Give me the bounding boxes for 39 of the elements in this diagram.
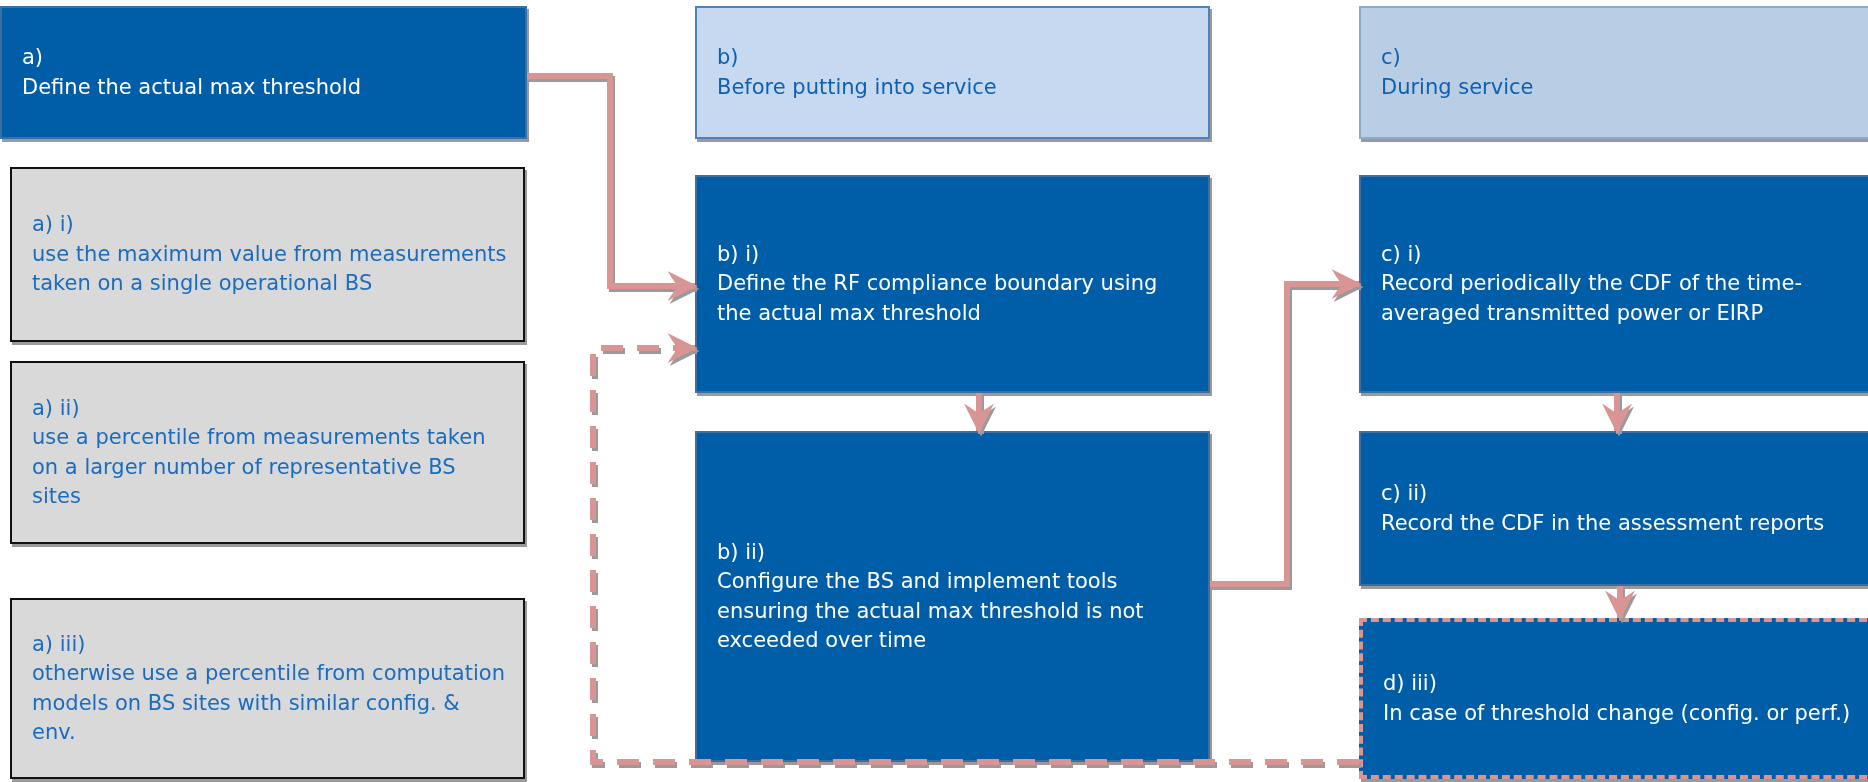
process-box <box>695 175 1210 393</box>
step-label: c) ii) <box>1381 480 1428 508</box>
step-label: a) ii) <box>32 394 80 422</box>
step-text: use a percentile from measurements taken on a larger number of representative BS sites <box>32 424 487 510</box>
step-label: c) i) <box>1381 240 1422 268</box>
step-label: a) i) <box>32 211 74 239</box>
step-label: b) <box>717 44 739 72</box>
process-box <box>1359 175 1868 393</box>
process-box <box>1359 6 1868 139</box>
step-text: use the maximum value from measurements taken on a single operational BS <box>32 240 508 298</box>
step-text: Record periodically the CDF of the time-averaged transmitted power or EIRP <box>1381 270 1803 327</box>
arrow <box>964 393 994 434</box>
arrow <box>1602 393 1632 434</box>
step-text: In case of threshold change (config. or perf.) <box>1383 699 1852 727</box>
process-box <box>1359 618 1868 779</box>
step-text: During service <box>1381 73 1535 101</box>
arrow <box>1605 586 1635 621</box>
process-box <box>695 431 1210 762</box>
process-box <box>1359 431 1868 586</box>
process-box <box>0 6 527 139</box>
step-label: b) ii) <box>717 538 766 566</box>
step-text: Define the actual max threshold <box>22 73 363 101</box>
step-text: Record the CDF in the assessment reports <box>1381 509 1826 537</box>
step-label: c) <box>1381 44 1401 72</box>
step-label: a) iii) <box>32 630 86 658</box>
arrow <box>527 73 698 301</box>
process-box <box>10 167 525 342</box>
step-text: Define the RF compliance boundary using the actual max threshold <box>717 270 1159 327</box>
arrow <box>1210 269 1362 587</box>
process-box <box>695 6 1210 139</box>
step-label: a) <box>22 44 44 72</box>
step-text: Configure the BS and implement tools ensuring the actual max threshold is not exceeded over time <box>717 568 1145 654</box>
step-text: otherwise use a percentile from computation models on BS sites with similar config. & env. <box>32 660 506 746</box>
process-box <box>10 361 525 544</box>
step-text: Before putting into service <box>717 73 998 101</box>
step-label: d) iii) <box>1383 670 1437 698</box>
process-box <box>10 598 525 779</box>
step-label: b) i) <box>717 240 760 268</box>
arrow <box>590 333 1359 765</box>
